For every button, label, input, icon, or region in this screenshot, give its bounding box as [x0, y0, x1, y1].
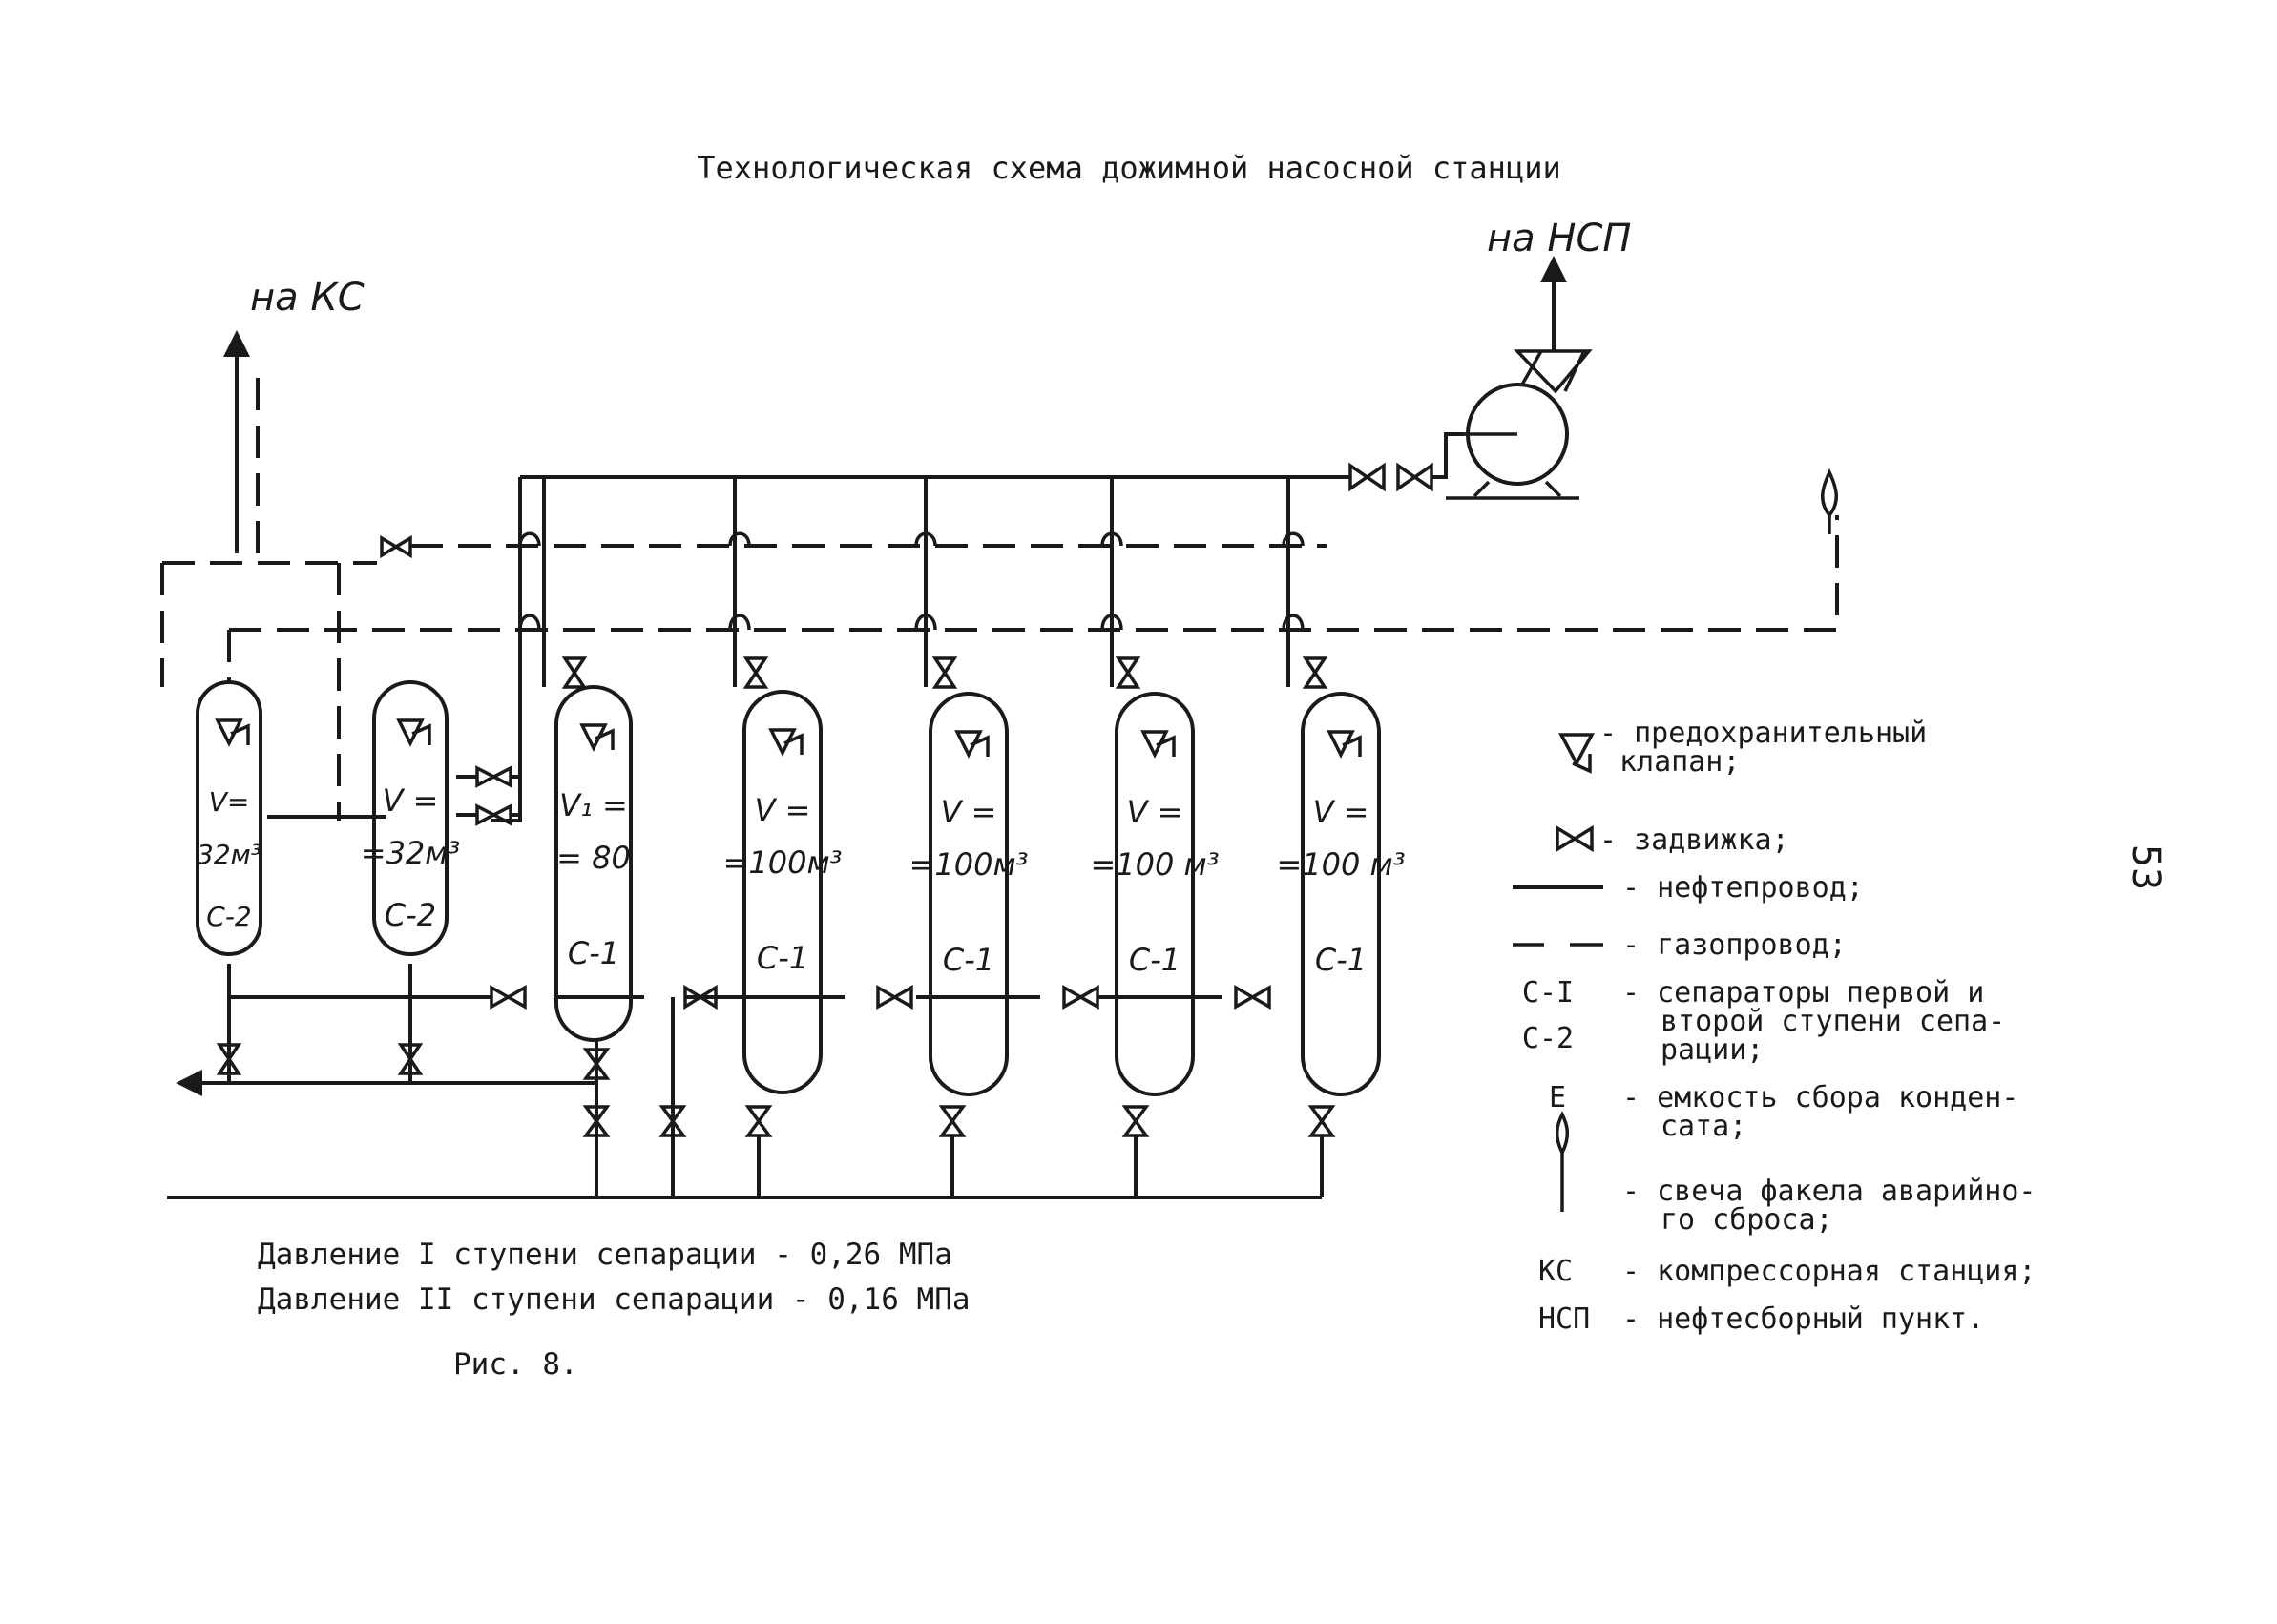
- relief-valve-icon: [768, 728, 804, 757]
- separator-code: С-1: [757, 940, 808, 976]
- legend-ks: КС: [1538, 1255, 1573, 1288]
- legend-gate-valve: - задвижка;: [1599, 823, 1789, 857]
- separator-body: [554, 685, 633, 1042]
- separator-4: V = =100м³ С-1: [723, 690, 843, 1094]
- separator-body: [929, 692, 1009, 1096]
- diagram-title: Технологическая схема дожимной насосной …: [697, 150, 1560, 186]
- legend-oil-line: - нефтепровод;: [1622, 871, 1864, 905]
- separator-code: С-2: [206, 901, 251, 932]
- separator-volume-value: =32м³: [361, 835, 461, 871]
- legend-gas-line: - газопровод;: [1622, 928, 1847, 962]
- gate-valve-pump-inlet-2: [1396, 462, 1433, 492]
- gas-risers: [518, 531, 1305, 631]
- gas-outlet-label: на КС: [250, 276, 365, 320]
- relief-valve-icon: [396, 718, 431, 747]
- legend-tank-1: - емкость сбора конден-: [1622, 1081, 2018, 1114]
- legend-flare-2: го сброса;: [1661, 1203, 1833, 1237]
- relief-valve-icon: [954, 730, 990, 759]
- separator-body: [742, 690, 823, 1094]
- oil-lines-bottom: [167, 964, 1324, 1199]
- legend-c2: С-2: [1522, 1022, 1574, 1055]
- gate-valves-bottom: [216, 984, 1336, 1137]
- gate-valve-gas-header: [380, 534, 412, 559]
- relief-valve-icon: [1558, 733, 1595, 774]
- relief-valve-icon: [1327, 730, 1362, 759]
- legend-tank-2: сата;: [1661, 1110, 1746, 1143]
- separator-volume-label: V₁ =: [559, 787, 628, 823]
- legend-separators-2: второй ступени сепа-: [1661, 1005, 2005, 1038]
- gas-header-upper: [160, 544, 1327, 821]
- separator-volume-label: V =: [383, 782, 439, 819]
- relief-valve-icon: [579, 723, 615, 752]
- gas-header-lower: [227, 515, 1839, 687]
- relief-valve-icon: [1140, 730, 1176, 759]
- separator-volume-label: V =: [755, 792, 811, 828]
- legend-ks-desc: - компрессорная станция;: [1622, 1255, 2036, 1288]
- gate-valve-icon: [1556, 824, 1594, 853]
- oil-outlet-label: на НСП: [1487, 217, 1631, 260]
- legend-relief-valve-2: клапан;: [1619, 745, 1740, 779]
- separator-volume-value: =100 м³: [1090, 846, 1219, 883]
- gas-outlet-line: [223, 330, 260, 553]
- legend: - предохранительный клапан; - задвижка; …: [1513, 717, 2036, 1336]
- separator-volume-label: V =: [1313, 794, 1369, 830]
- separator-body: [1301, 692, 1381, 1096]
- separator-volume-value: =100м³: [909, 846, 1029, 883]
- oil-header-top: [491, 475, 1350, 822]
- separator-code: С-1: [1315, 942, 1367, 978]
- separator-volume-value: = 80: [556, 840, 631, 876]
- separator-1: V= 32м³ С-2: [196, 680, 262, 956]
- figure-caption: Рис. 8.: [453, 1347, 578, 1382]
- legend-nsp: НСП: [1538, 1302, 1590, 1336]
- legend-flare-1: - свеча факела аварийно-: [1622, 1175, 2036, 1208]
- legend-e: Е: [1549, 1081, 1566, 1114]
- pump: [1431, 256, 1593, 500]
- separator-volume-label: V =: [941, 794, 997, 830]
- separator-volume-value: 32м³: [197, 839, 261, 870]
- gate-valve-top-c1-2: [742, 656, 769, 689]
- gate-valve-top-c1-5: [1302, 656, 1328, 689]
- pressure-note-stage1: Давление I ступени сепарации - 0,26 МПа: [258, 1238, 952, 1272]
- page-number: 53: [2123, 844, 2167, 890]
- separator-code: С-1: [1129, 942, 1180, 978]
- separator-vessels: V= 32м³ С-2 V = =32м³ С-2 V₁ = = 80 С-1 V = =100м³…: [196, 680, 1406, 1096]
- legend-nsp-desc: - нефтесборный пункт.: [1622, 1302, 1984, 1336]
- legend-separators-1: - сепараторы первой и: [1622, 976, 1984, 1010]
- separator-code: С-2: [385, 897, 436, 933]
- flare-icon: [1555, 1111, 1570, 1212]
- separator-body: [1115, 692, 1195, 1096]
- separator-code: С-1: [943, 942, 994, 978]
- legend-c1: С-I: [1522, 976, 1574, 1010]
- pressure-note-stage2: Давление II ступени сепарации - 0,16 МПа: [258, 1282, 971, 1317]
- separator-6: V = =100 м³ С-1: [1090, 692, 1220, 1096]
- gate-valve-c2-link-1: [475, 765, 512, 788]
- gate-valve-c2-link-2: [475, 803, 512, 826]
- gate-valve-pump-inlet-1: [1348, 462, 1386, 492]
- gate-valve-top-c1-1: [561, 656, 588, 689]
- relief-valve-icon: [215, 718, 250, 747]
- separator-volume-label: V=: [209, 786, 250, 818]
- separator-volume-label: V =: [1127, 794, 1183, 830]
- flare-candle-icon: [1821, 468, 1838, 534]
- legend-separators-3: рации;: [1661, 1033, 1764, 1067]
- separator-volume-value: =100 м³: [1276, 846, 1405, 883]
- legend-relief-valve-1: - предохранительный: [1599, 717, 1927, 750]
- gate-valve-top-c1-3: [931, 656, 958, 689]
- separator-3: V₁ = = 80 С-1: [554, 685, 633, 1042]
- separator-body: [196, 680, 262, 956]
- separator-5: V = =100м³ С-1: [909, 692, 1029, 1096]
- separator-7: V = =100 м³ С-1: [1276, 692, 1406, 1096]
- gate-valve-top-c1-4: [1115, 656, 1141, 689]
- separator-code: С-1: [568, 935, 619, 971]
- separator-volume-value: =100м³: [723, 844, 843, 881]
